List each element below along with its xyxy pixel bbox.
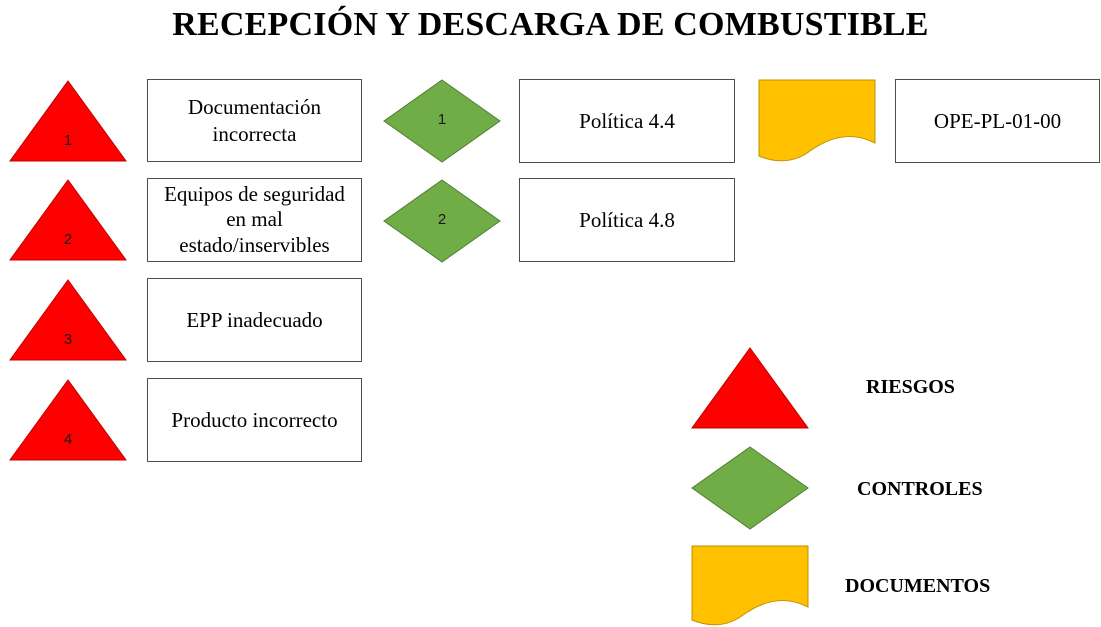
risk-triangle-4: 4 xyxy=(9,379,127,461)
legend-risks-label: RIESGOS xyxy=(866,376,955,398)
risk-number-2: 2 xyxy=(63,231,73,248)
risk-triangle-3: 3 xyxy=(9,279,127,361)
risk-box-3: EPP inadecuado xyxy=(147,278,362,362)
legend-documents-label: DOCUMENTOS xyxy=(845,575,991,597)
risk-box-2: Equipos de seguridad en mal estado/inser… xyxy=(147,178,362,262)
control-diamond-2: 2 xyxy=(383,179,501,263)
legend-controls-label: CONTROLES xyxy=(857,478,983,500)
risk-number-4: 4 xyxy=(63,431,73,448)
diagram-title: RECEPCIÓN Y DESCARGA DE COMBUSTIBLE xyxy=(172,6,929,43)
control-number-1: 1 xyxy=(437,111,447,128)
risk-box-4: Producto incorrecto xyxy=(147,378,362,462)
legend-document-shape xyxy=(691,545,809,627)
risk-number-1: 1 xyxy=(63,132,73,149)
risk-box-1: Documentación incorrecta xyxy=(147,79,362,162)
control-diamond-1: 1 xyxy=(383,79,501,163)
risk-number-3: 3 xyxy=(63,331,73,348)
risk-triangle-1: 1 xyxy=(9,80,127,162)
document-box-1: OPE-PL-01-00 xyxy=(895,79,1100,163)
control-box-2: Política 4.8 xyxy=(519,178,735,262)
document-shape-1 xyxy=(758,79,876,163)
control-number-2: 2 xyxy=(437,211,447,228)
legend-risk-triangle xyxy=(691,347,809,429)
risk-triangle-2: 2 xyxy=(9,179,127,261)
control-box-1: Política 4.4 xyxy=(519,79,735,163)
legend-control-diamond xyxy=(691,446,809,530)
